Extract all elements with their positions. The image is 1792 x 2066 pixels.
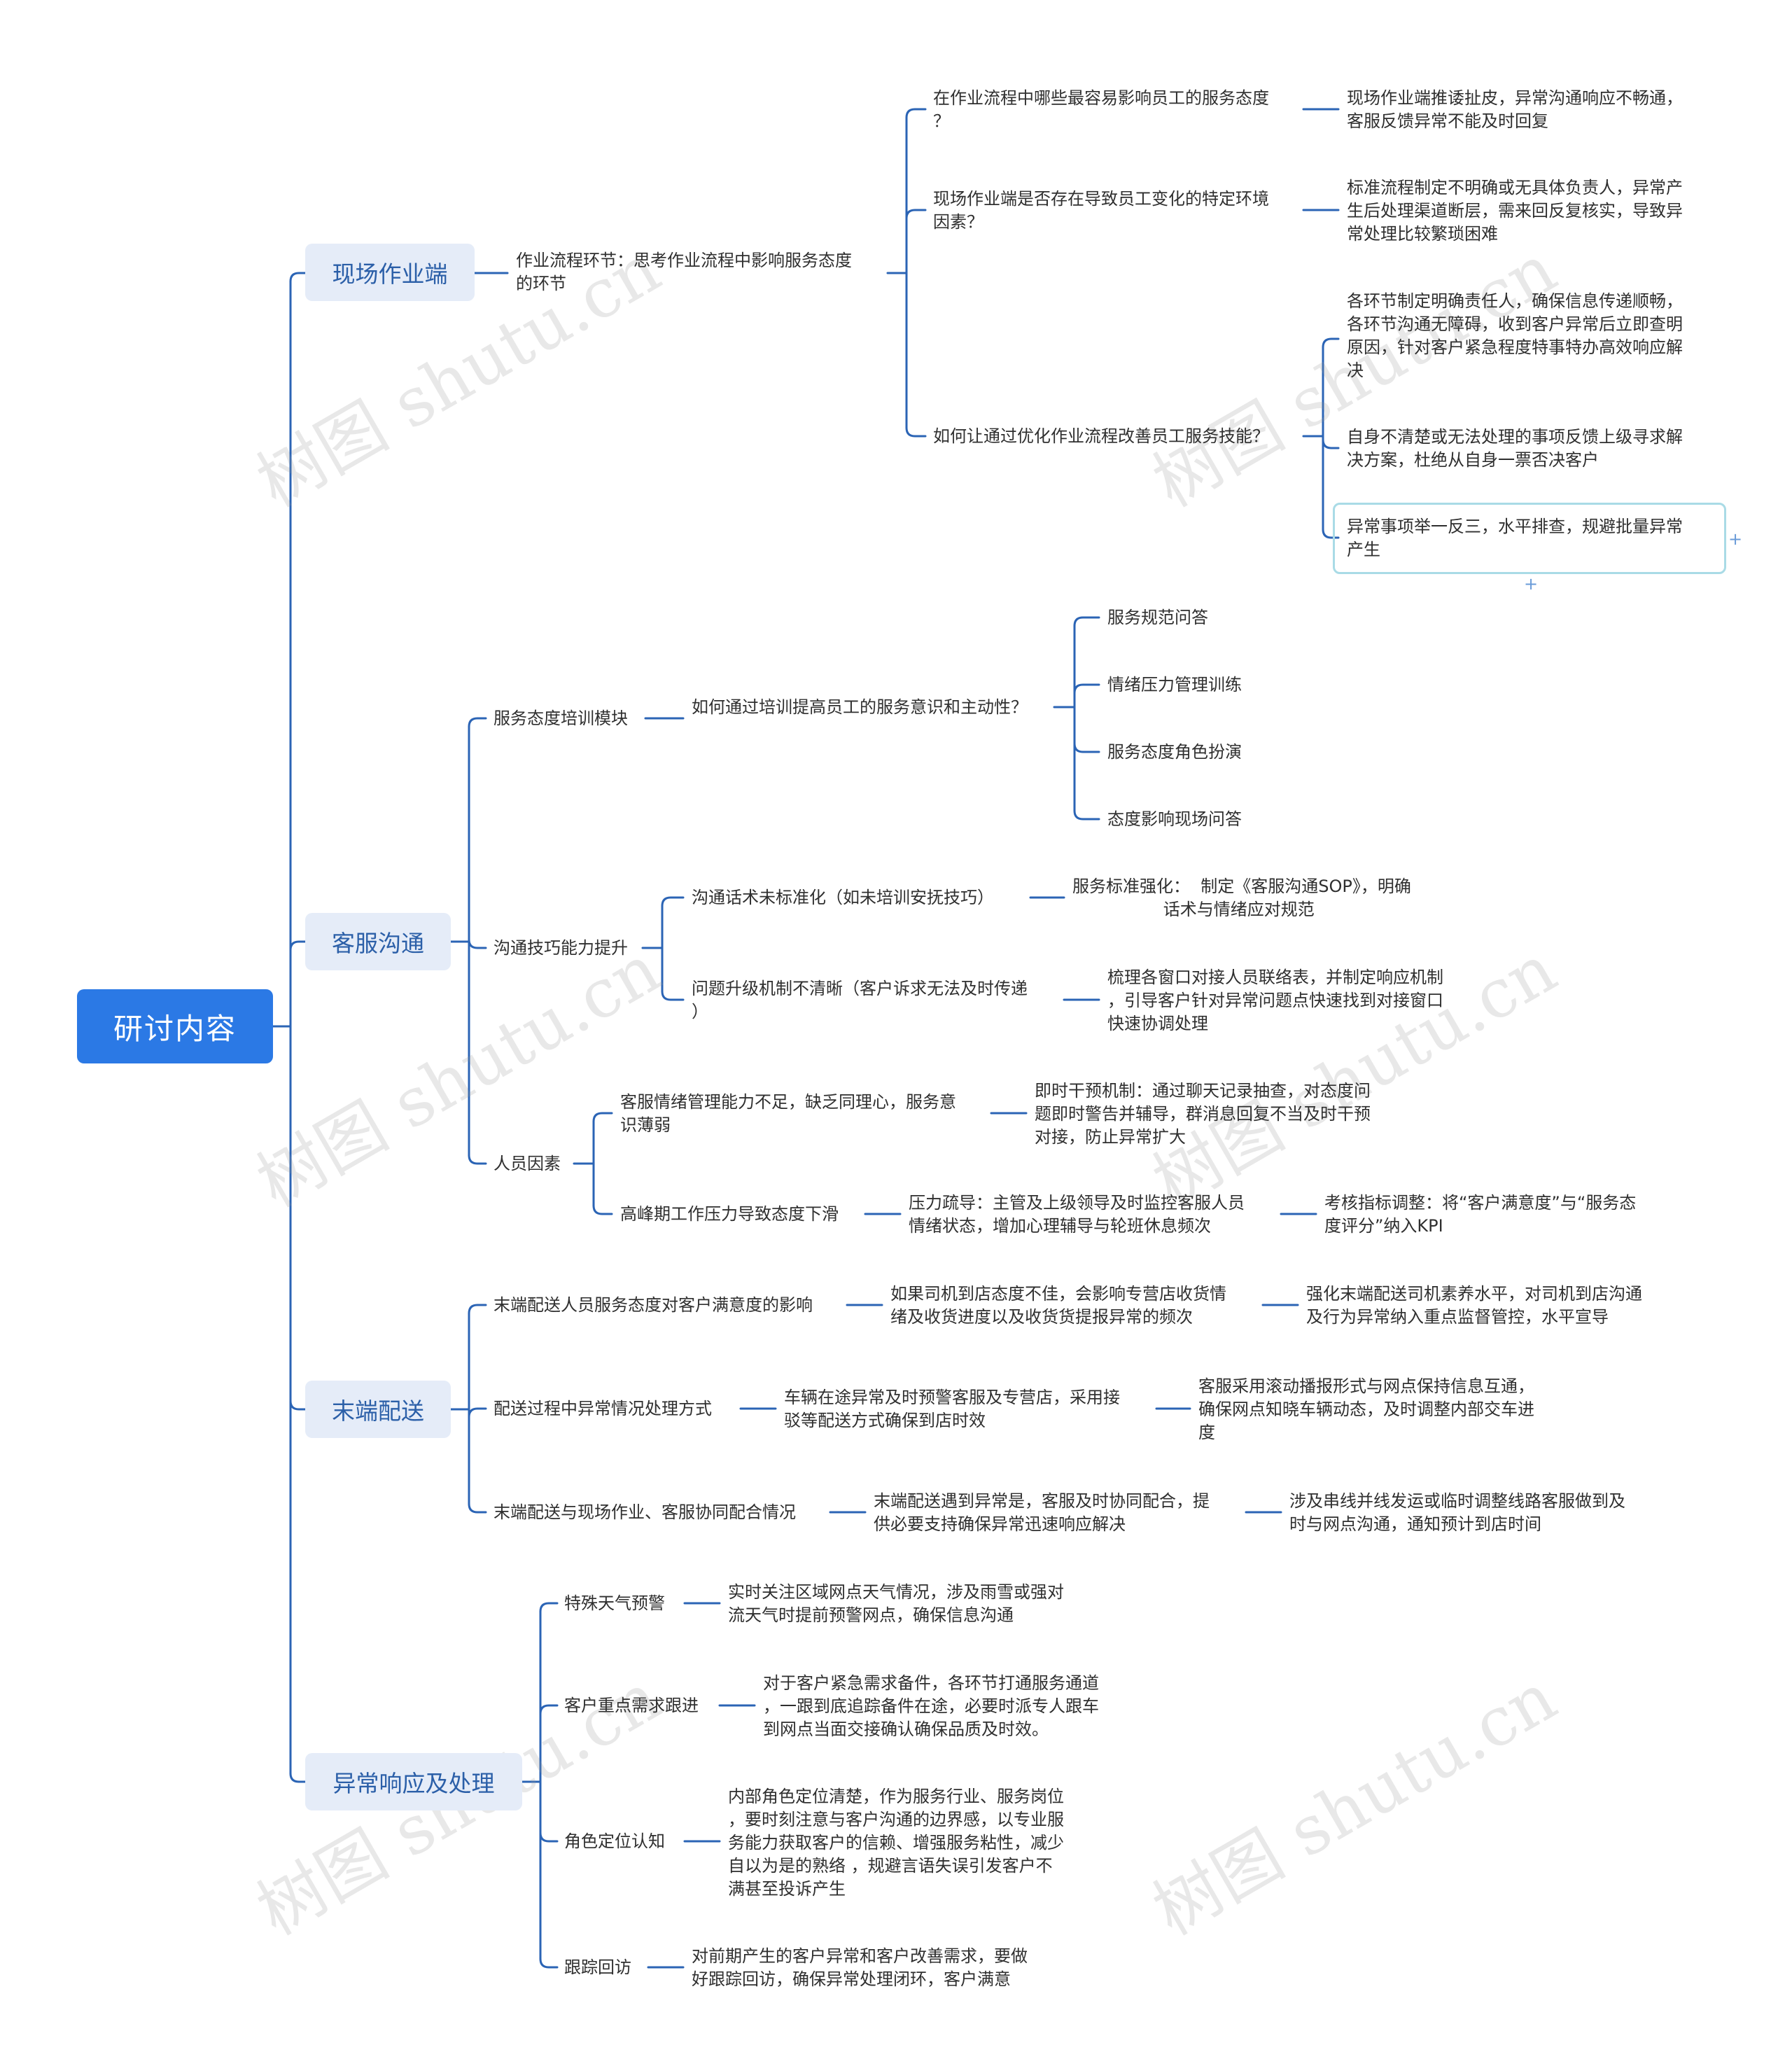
connector	[468, 1304, 487, 1315]
connector	[468, 717, 487, 728]
connector	[468, 1502, 487, 1514]
topic-service-training[interactable]: 服务态度培训模块	[493, 709, 628, 728]
selected-topic-frame	[1333, 503, 1726, 574]
topic-answer-selected[interactable]: 异常事项举一反三，水平排查，规避批量异常 产生	[1347, 517, 1683, 559]
topic-item[interactable]: 服务规范问答	[1107, 608, 1208, 627]
connector	[1073, 616, 1100, 627]
branch-customer-service[interactable]: 客服沟通	[305, 913, 451, 970]
topic-solution[interactable]: 服务标准强化： 制定《客服沟通SOP》，明确 话术与情绪应对规范	[1072, 877, 1411, 919]
connector	[539, 1831, 559, 1843]
add-sibling-icon[interactable]: +	[1728, 529, 1743, 549]
topic-answer[interactable]: 各环节制定明确责任人，确保信息传递顺畅， 各环节沟通无障碍，收到客户异常后立即查…	[1347, 291, 1683, 380]
root-topic[interactable]: 研讨内容	[77, 989, 273, 1063]
connector	[1322, 337, 1340, 349]
connector	[468, 938, 487, 949]
connector	[1073, 742, 1100, 753]
topic-issue[interactable]: 客服情绪管理能力不足，缺乏同理心，服务意 识薄弱	[620, 1092, 956, 1135]
topic-solution[interactable]: 涉及串线并线发运或临时调整线路客服做到及 时与网点沟通，通知预计到店时间	[1289, 1491, 1625, 1534]
topic-role-awareness[interactable]: 角色定位认知	[564, 1831, 665, 1851]
connector	[592, 1112, 613, 1123]
connector	[289, 1772, 307, 1783]
connector	[1073, 809, 1100, 821]
connector	[1322, 438, 1340, 449]
topic-impact[interactable]: 如果司机到店态度不佳，会影响专营店收货情 绪及收货进度以及收货货提报异常的频次	[890, 1284, 1226, 1327]
branch-exception-handling[interactable]: 异常响应及处理	[305, 1753, 522, 1810]
connector	[468, 1407, 487, 1418]
connector	[539, 1602, 559, 1613]
connector	[905, 108, 927, 119]
topic-measure[interactable]: 实时关注区域网点天气情况，涉及雨雪或强对 流天气时提前预警网点，确保信息沟通	[728, 1582, 1064, 1625]
topic-process-step[interactable]: 作业流程环节：思考作业流程中影响服务态度 的环节	[516, 251, 852, 293]
topic-issue[interactable]: 沟通话术未标准化（如未培训安抚技巧）	[692, 888, 994, 907]
topic-item[interactable]: 情绪压力管理训练	[1107, 675, 1242, 695]
topic-question[interactable]: 如何通过培训提高员工的服务意识和主动性？	[692, 697, 1028, 717]
topic-solution[interactable]: 即时干预机制：通过聊天记录抽查，对态度问 题即时警告并辅导，群消息回复不当及时干…	[1035, 1081, 1371, 1147]
connector	[289, 940, 307, 951]
topic-item[interactable]: 态度影响现场问答	[1107, 809, 1242, 829]
add-child-icon[interactable]: +	[1524, 574, 1539, 594]
topic-solution[interactable]: 梳理各窗口对接人员联络表，并制定响应机制 ，引导客户针对异常问题点快速找到对接窗…	[1107, 968, 1443, 1033]
topic-solution[interactable]: 客服采用滚动播报形式与网点保持信息互通， 确保网点知晓车辆动态，及时调整内部交车…	[1198, 1376, 1534, 1442]
topic-measure[interactable]: 末端配送遇到异常是，客服及时协同配合，提 供必要支持确保异常迅速响应解决	[874, 1491, 1210, 1534]
connector	[1073, 683, 1100, 695]
topic-exception-handling[interactable]: 配送过程中异常情况处理方式	[493, 1399, 712, 1418]
branch-onsite-operations[interactable]: 现场作业端	[305, 244, 475, 301]
connector	[592, 1204, 613, 1215]
connector	[289, 272, 307, 283]
topic-measure[interactable]: 对前期产生的客户异常和客户改善需求，要做 好跟踪回访，确保异常处理闭环，客户满意	[692, 1946, 1028, 1989]
topic-solution[interactable]: 压力疏导：主管及上级领导及时监控客服人员 情绪状态，增加心理辅导与轮班休息频次	[909, 1193, 1245, 1236]
topic-communication-skills[interactable]: 沟通技巧能力提升	[493, 938, 628, 958]
connector	[289, 1400, 307, 1411]
topic-measure[interactable]: 内部角色定位清楚，作为服务行业、服务岗位 ，要时刻注意与客户沟通的边界感，以专业…	[728, 1787, 1064, 1899]
topic-measure[interactable]: 对于客户紧急需求备件，各环节打通服务通道 ，一跟到底追踪备件在途，必要时派专人跟…	[763, 1673, 1099, 1739]
connector	[905, 426, 927, 438]
topic-solution[interactable]: 强化末端配送司机素养水平，对司机到店沟通 及行为异常纳入重点监督管控，水平宣导	[1306, 1284, 1642, 1327]
topic-coordination[interactable]: 末端配送与现场作业、客服协同配合情况	[493, 1502, 796, 1522]
topic-answer[interactable]: 标准流程制定不明确或无具体负责人，异常产 生后处理渠道断层，需来回反复核实，导致…	[1347, 178, 1683, 244]
topic-answer[interactable]: 自身不清楚或无法处理的事项反馈上级寻求解 决方案，杜绝从自身一票否决客户	[1347, 427, 1683, 470]
connector	[661, 896, 685, 907]
branch-last-mile-delivery[interactable]: 末端配送	[305, 1381, 451, 1438]
topic-question[interactable]: 如何让通过优化作业流程改善员工服务技能？	[933, 426, 1269, 446]
connector	[905, 209, 927, 220]
topic-follow-up-visit[interactable]: 跟踪回访	[564, 1957, 631, 1977]
topic-question[interactable]: 现场作业端是否存在导致员工变化的特定环境 因素？	[933, 189, 1269, 232]
topic-question[interactable]: 在作业流程中哪些最容易影响员工的服务态度 ？	[933, 88, 1269, 131]
connector	[539, 1704, 559, 1715]
topic-key-demand-followup[interactable]: 客户重点需求跟进	[564, 1696, 699, 1715]
connector	[1322, 528, 1340, 539]
connector	[539, 1957, 559, 1969]
topic-issue[interactable]: 高峰期工作压力导致态度下滑	[620, 1204, 839, 1224]
topic-weather-alert[interactable]: 特殊天气预警	[564, 1593, 665, 1613]
topic-answer[interactable]: 现场作业端推诿扯皮，异常沟通响应不畅通， 客服反馈异常不能及时回复	[1347, 88, 1683, 131]
topic-solution[interactable]: 考核指标调整：将“客户满意度”与“服务态 度评分”纳入KPI	[1324, 1193, 1637, 1236]
topic-item[interactable]: 服务态度角色扮演	[1107, 742, 1242, 762]
connector	[661, 990, 685, 1001]
topic-driver-attitude[interactable]: 末端配送人员服务态度对客户满意度的影响	[493, 1295, 813, 1315]
connector	[468, 1154, 487, 1165]
topic-issue[interactable]: 问题升级机制不清晰（客户诉求无法及时传递 ）	[692, 979, 1028, 1021]
topic-personnel-factors[interactable]: 人员因素	[493, 1154, 561, 1173]
topic-measure[interactable]: 车辆在途异常及时预警客服及专营店，采用接 驳等配送方式确保到店时效	[784, 1388, 1120, 1430]
